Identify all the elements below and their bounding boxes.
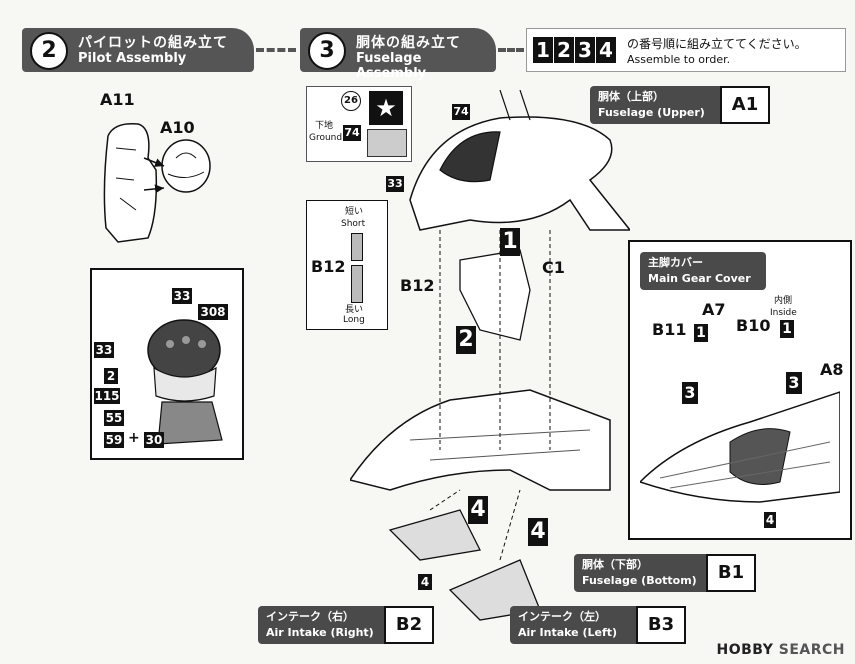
order-text-jp: の番号順に組み立ててください。 (627, 37, 807, 51)
step2-number: 2 (30, 32, 68, 70)
decal-ref-number: 26 (341, 91, 361, 111)
fuselage-bottom-label: 胴体（下部） Fuselage (Bottom) (574, 554, 714, 592)
watermark: HOBBY SEARCH (717, 642, 845, 658)
step-marker-1: 1 (500, 228, 520, 256)
watermark-brand: HOBBY (716, 642, 774, 658)
gear-step-1b: 1 (780, 320, 794, 338)
pilot-painted-drawing (147, 319, 223, 445)
part-b12-label: B12 (400, 276, 435, 295)
fuselage-upper-label: 胴体（上部） Fuselage (Upper) (590, 86, 730, 124)
nose-color-33: 33 (386, 176, 404, 192)
step-marker-4a: 4 (468, 496, 488, 524)
b12-length-inset: B12 短い Short 長い Long (306, 200, 388, 330)
gear-step-3a: 3 (682, 382, 698, 404)
ground-label-jp: 下地 (315, 121, 334, 131)
step3-title-jp: 胴体の組み立て (356, 35, 461, 51)
color-30: 30 (144, 432, 164, 448)
part-a8-label: A8 (820, 360, 844, 379)
long-label-jp: 長い (345, 305, 364, 315)
gear-step-3b: 3 (786, 372, 802, 394)
decal-ground-color: 74 (343, 125, 361, 141)
fuselage-bottom-jp: 胴体（下部） (582, 558, 648, 571)
part-code-b3: B3 (636, 606, 686, 644)
watermark-suffix: SEARCH (778, 642, 845, 658)
step2-banner: 2 パイロットの組み立て Pilot Assembly (22, 28, 254, 72)
canopy-color-74: 74 (452, 104, 470, 120)
step3-banner: 3 胴体の組み立て Fuselage Assembly (300, 28, 496, 81)
main-gear-cover-inset: 主脚カバー Main Gear Cover A7 B11 B10 A8 内側 I… (628, 240, 852, 540)
intake-left-label: インテーク（左） Air Intake (Left) (510, 606, 644, 644)
decal-inset: 26 ★ 下地 Ground 74 (306, 86, 412, 162)
gear-step-1a: 1 (694, 324, 708, 342)
color-115: 115 (94, 388, 120, 404)
part-c1-label: C1 (542, 258, 565, 277)
decal-sheet-icon (367, 129, 407, 157)
fuselage-exploded-drawing (350, 90, 630, 621)
part-code-a1: A1 (720, 86, 770, 124)
intake-left-en: Air Intake (Left) (518, 626, 618, 639)
inside-label-jp: 内側 (774, 296, 793, 306)
intake-right-en: Air Intake (Right) (266, 626, 374, 639)
step-marker-4c: 4 (418, 574, 432, 590)
order-step-2: 2 (554, 37, 574, 63)
step3-title-en: Fuselage Assembly (356, 51, 427, 81)
intake-right-label: インテーク（右） Air Intake (Right) (258, 606, 392, 644)
fuselage-bottom-en: Fuselage (Bottom) (582, 574, 697, 587)
part-a11-label: A11 (100, 90, 135, 109)
color-2: 2 (104, 368, 118, 384)
gear-cover-title: 主脚カバー Main Gear Cover (640, 252, 766, 290)
short-label-en: Short (341, 219, 366, 229)
star-decal-icon: ★ (369, 91, 403, 125)
gear-cover-en: Main Gear Cover (648, 272, 751, 285)
inside-label-en: Inside (770, 308, 797, 318)
order-step-4: 4 (596, 37, 616, 63)
part-b10-label: B10 (736, 316, 771, 335)
step2-title-jp: パイロットの組み立て (78, 35, 228, 51)
gear-step-4: 4 (764, 512, 776, 528)
fuselage-upper-jp: 胴体（上部） (598, 90, 664, 103)
part-a7-label: A7 (702, 300, 726, 319)
pilot-parts-drawing (103, 123, 211, 243)
color-33-left: 33 (94, 342, 114, 358)
color-mix-plus: + (128, 430, 140, 446)
step-marker-4b: 4 (528, 518, 548, 546)
gear-cover-jp: 主脚カバー (648, 256, 703, 269)
banner-divider (498, 48, 524, 52)
step3-number: 3 (308, 32, 346, 70)
pilot-color-guide: 33 308 33 2 115 55 59 + 30 (90, 268, 244, 460)
short-label-jp: 短い (345, 207, 364, 217)
order-text-en: Assemble to order. (627, 53, 731, 66)
long-pin-icon (351, 265, 363, 303)
order-step-3: 3 (575, 37, 595, 63)
intake-right-jp: インテーク（右） (266, 610, 354, 623)
part-code-b1: B1 (706, 554, 756, 592)
short-pin-icon (351, 233, 363, 261)
order-step-1: 1 (533, 37, 553, 63)
gear-cover-drawing (640, 391, 840, 503)
color-55: 55 (104, 410, 124, 426)
long-label-en: Long (343, 315, 365, 325)
step-marker-2: 2 (456, 326, 476, 354)
part-code-b2: B2 (384, 606, 434, 644)
color-308: 308 (198, 304, 228, 320)
step2-title-en: Pilot Assembly (78, 51, 187, 66)
part-a10-label: A10 (160, 118, 195, 137)
ground-label-en: Ground (309, 133, 343, 143)
part-b11-label: B11 (652, 320, 687, 339)
fuselage-upper-en: Fuselage (Upper) (598, 106, 705, 119)
banner-divider (256, 48, 296, 52)
color-33-top: 33 (172, 288, 192, 304)
b12-inset-label: B12 (311, 257, 346, 276)
color-59: 59 (104, 432, 124, 448)
intake-left-jp: インテーク（左） (518, 610, 606, 623)
